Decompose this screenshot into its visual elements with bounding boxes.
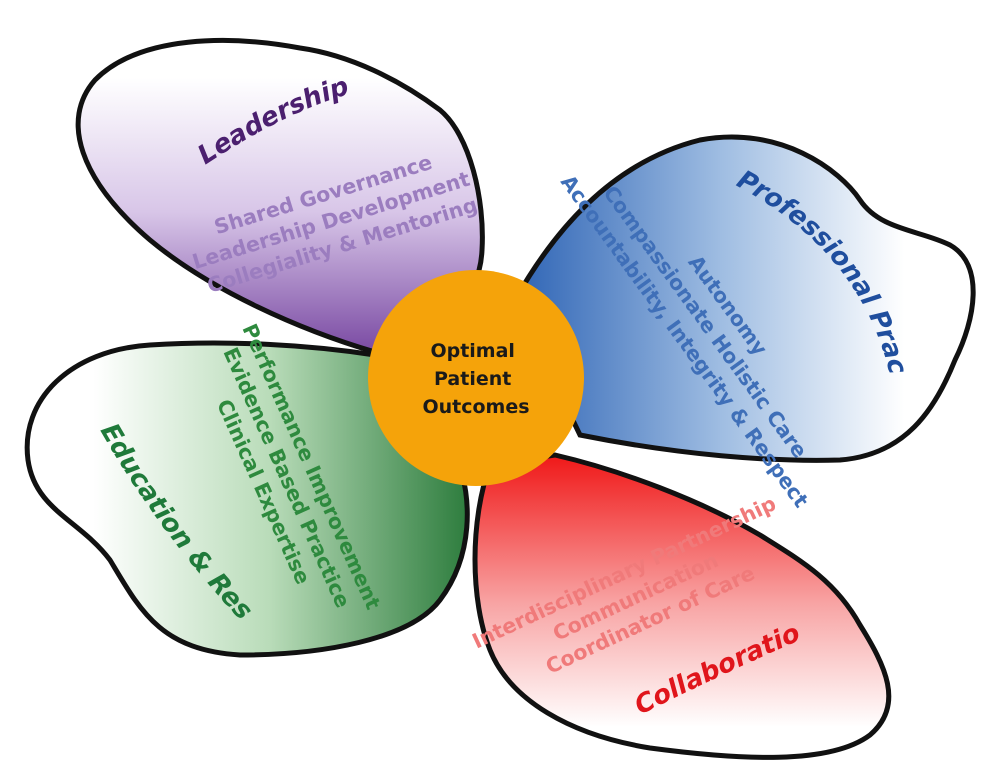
education-research-petal: [24, 340, 470, 658]
collaboration-petal: [472, 452, 892, 760]
professional-practice-petal: [512, 134, 976, 463]
center-line-2: Patient: [434, 368, 511, 390]
center-circle: [368, 270, 584, 486]
leadership-petal: [75, 38, 485, 355]
center-text: Optimal Patient Outcomes: [422, 340, 529, 418]
center-line-3: Outcomes: [422, 396, 529, 418]
center-line-1: Optimal: [430, 340, 514, 362]
